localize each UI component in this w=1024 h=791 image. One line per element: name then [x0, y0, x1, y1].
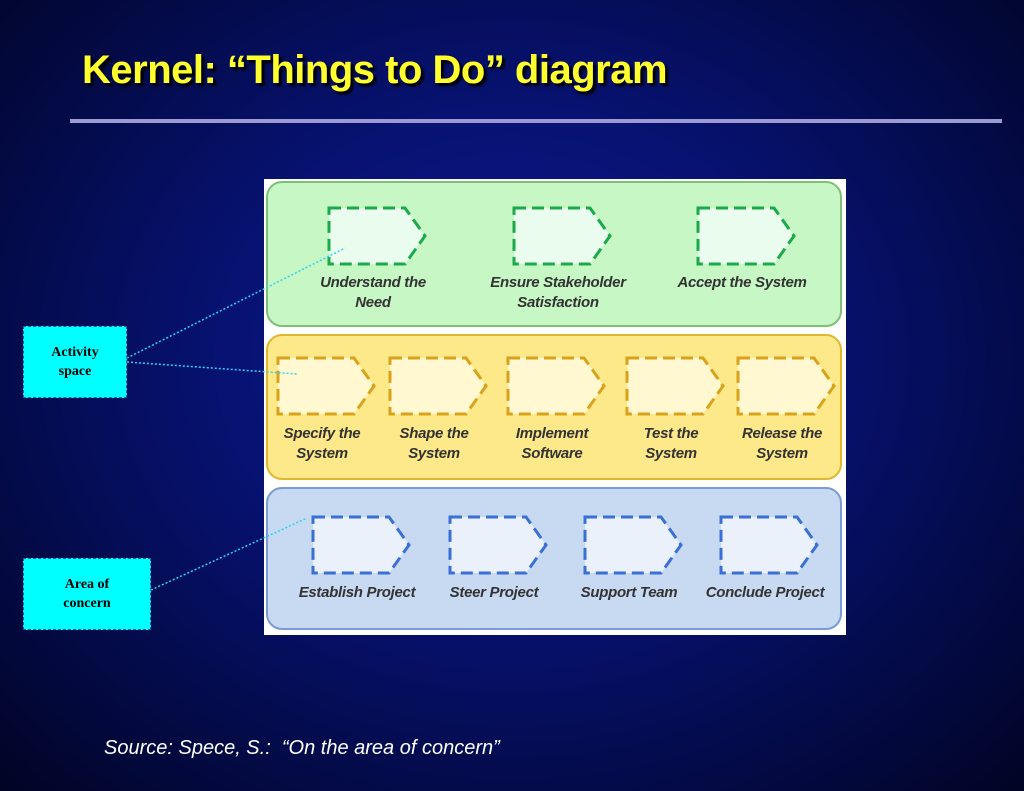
source-citation: Source: Spece, S.: “On the area of conce…: [104, 737, 500, 759]
activity-arrow-shape: [311, 515, 411, 575]
activity-label: Steer Project: [409, 583, 579, 603]
activity-arrow-shape: [625, 356, 725, 416]
activity-label-line: System: [408, 445, 460, 462]
activity-label-line: Shape the: [399, 425, 469, 442]
activity-label-line: Support Team: [580, 584, 678, 601]
activity-label: Accept the System: [657, 273, 827, 293]
activity-label-line: Need: [355, 294, 391, 311]
activity-label-line: Accept the System: [677, 274, 807, 291]
activity-label-line: Conclude Project: [705, 584, 825, 601]
area-of-concern-callout: Area of concern: [23, 558, 151, 630]
area-of-concern-label: Area of concern: [63, 577, 111, 611]
activity-arrow-shape: [506, 356, 606, 416]
activity-label-line: Ensure Stakeholder: [490, 274, 626, 291]
activity-label-line: Implement: [515, 425, 589, 442]
slide-title: Kernel: “Things to Do” diagram: [82, 48, 668, 92]
activity-arrow-shape: [388, 356, 488, 416]
activity-label-line: Release the: [741, 425, 823, 442]
endeavor-band: Establish Project Steer Project Support Te…: [266, 487, 842, 630]
activity-label-line: Understand the: [320, 274, 426, 291]
activity-arrow-shape: [448, 515, 548, 575]
activity-label-line: Establish Project: [298, 584, 416, 601]
activity-arrow-shape: [327, 206, 427, 266]
activity-space-callout: Activity space: [23, 326, 127, 398]
activity-arrow-icon: [388, 356, 488, 416]
activity-arrow-shape: [583, 515, 683, 575]
activity-label: Conclude Project: [680, 583, 850, 603]
activity-arrow-icon: [583, 515, 683, 575]
activity-arrow-icon: [736, 356, 836, 416]
activity-arrow-icon: [696, 206, 796, 266]
activity-arrow-icon: [625, 356, 725, 416]
activity-label: Support Team: [544, 583, 714, 603]
activity-label: Establish Project: [272, 583, 442, 603]
activity-label-line: System: [756, 445, 808, 462]
activity-arrow-shape: [736, 356, 836, 416]
activity-arrow-icon: [719, 515, 819, 575]
activity-label-line: System: [296, 445, 348, 462]
activity-label-line: Steer Project: [449, 584, 539, 601]
activity-arrow-icon: [311, 515, 411, 575]
activity-label-line: Satisfaction: [517, 294, 599, 311]
activity-label-line: Specify the: [283, 425, 361, 442]
activity-label-line: Test the: [643, 425, 699, 442]
activity-space-label: Activity space: [51, 345, 99, 379]
activity-arrow-shape: [719, 515, 819, 575]
activity-arrow-icon: [506, 356, 606, 416]
activity-arrow-icon: [512, 206, 612, 266]
activity-arrow-shape: [696, 206, 796, 266]
activity-arrow-icon: [448, 515, 548, 575]
activity-arrow-icon: [327, 206, 427, 266]
activity-arrow-shape: [512, 206, 612, 266]
title-divider: [70, 119, 1002, 123]
activity-label-line: Software: [521, 445, 583, 462]
activity-label-line: System: [645, 445, 697, 462]
